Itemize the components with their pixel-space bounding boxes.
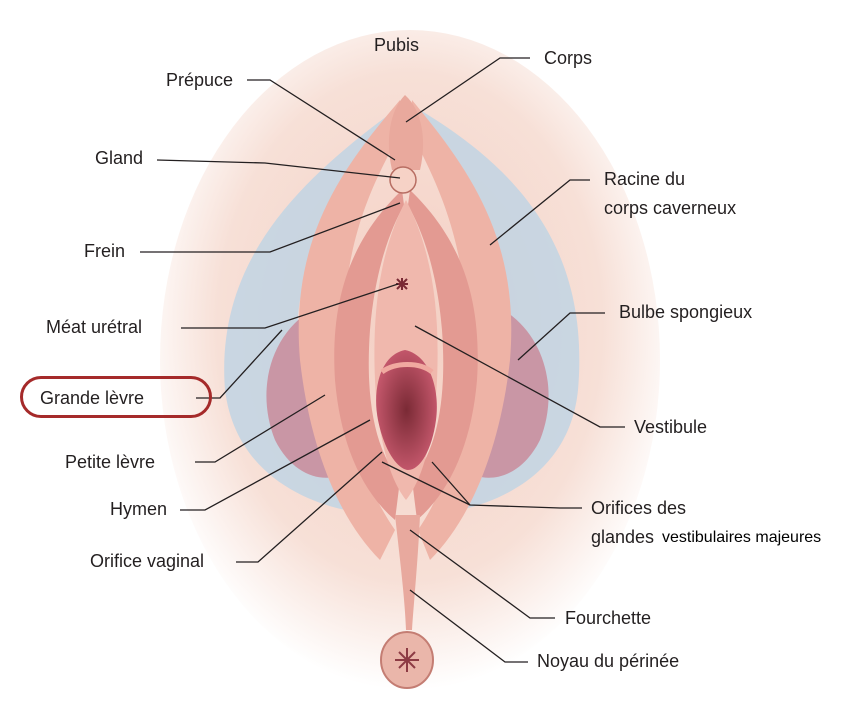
- label-orifices-line2a: glandes: [591, 527, 655, 547]
- label-grande-levre: Grande lèvre: [40, 388, 145, 408]
- label-frein: Frein: [84, 241, 126, 261]
- leader-prepuce: [247, 79, 396, 161]
- petite-levre-left-shape: [334, 190, 404, 520]
- leader-meat: [181, 283, 399, 329]
- label-vestibule: Vestibule: [634, 417, 708, 437]
- hymen-shape: [380, 362, 434, 375]
- leader-frein: [140, 202, 401, 253]
- label-hymen: Hymen: [110, 499, 168, 519]
- label-racine-line2: corps caverneux: [604, 198, 737, 218]
- highlight-ring: [20, 376, 212, 418]
- label-meat: Méat urétral: [46, 317, 143, 337]
- gland-shape: [389, 166, 417, 194]
- leader-orifice-vaginal: [236, 451, 383, 563]
- label-prepuce: Prépuce: [166, 70, 234, 90]
- leader-orifices-glandes-1: [431, 461, 582, 509]
- leader-lines: [140, 57, 625, 663]
- leader-orifices-glandes-2: [381, 461, 471, 506]
- leader-corps: [405, 57, 530, 123]
- label-racine-line1: Racine du: [604, 169, 686, 189]
- label-orifice-vaginal: Orifice vaginal: [90, 551, 205, 571]
- leader-vestibule: [414, 325, 625, 428]
- leader-racine: [489, 179, 590, 246]
- label-fourchette: Fourchette: [565, 608, 652, 628]
- prepuce-shape: [388, 95, 424, 170]
- orifice-vaginal-shape: [376, 350, 437, 470]
- leader-petite-levre: [195, 394, 326, 463]
- label-noyau: Noyau du périnée: [537, 651, 680, 671]
- petite-levre-right-shape: [408, 190, 478, 520]
- leader-noyau: [409, 589, 528, 663]
- anus-center: [395, 648, 419, 672]
- grande-levre-right-shape: [410, 100, 512, 560]
- label-orifices-line1: Orifices des: [591, 498, 687, 518]
- label-corps: Corps: [544, 48, 593, 68]
- label-bulbe: Bulbe spongieux: [619, 302, 753, 322]
- label-petite-levre: Petite lèvre: [65, 452, 156, 472]
- label-gland: Gland: [95, 148, 144, 168]
- label-orifices-line2b: vestibulaires majeures: [662, 529, 822, 546]
- leader-bulbe: [517, 312, 605, 361]
- label-pubis: Pubis: [374, 35, 420, 55]
- fourchette-shape: [395, 515, 420, 630]
- leader-hymen: [180, 419, 371, 511]
- leader-fourchette: [409, 529, 555, 619]
- leader-gland: [156, 159, 401, 179]
